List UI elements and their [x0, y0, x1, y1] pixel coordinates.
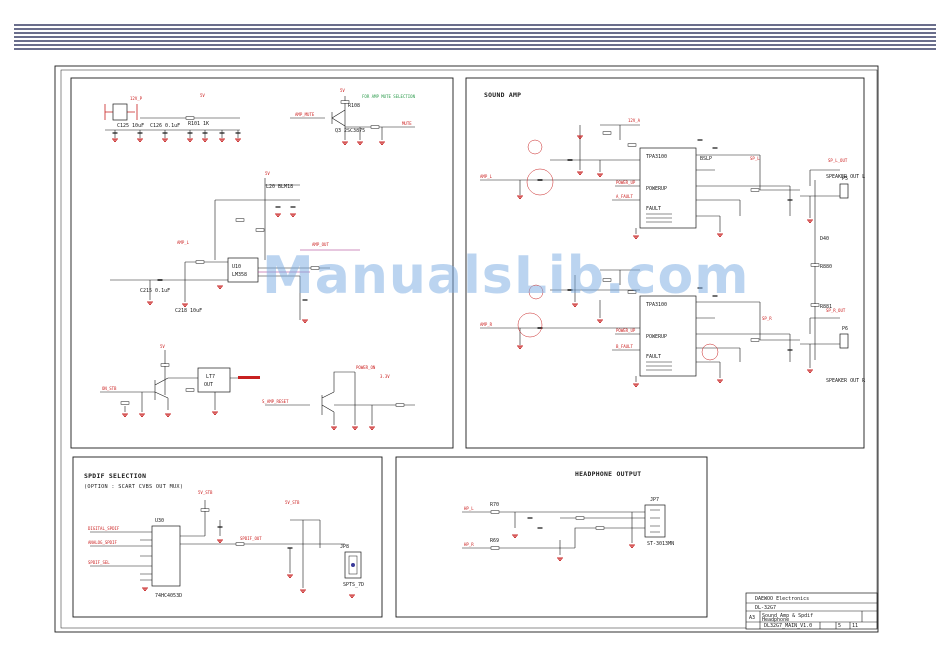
spdif-connector-label: SPTS_7D	[343, 582, 364, 588]
svg-text:3.3V: 3.3V	[380, 374, 390, 379]
power-block	[70, 77, 454, 449]
svg-text:SPDIF_SEL: SPDIF_SEL	[88, 560, 110, 565]
svg-text:FAULT: FAULT	[646, 206, 661, 212]
svg-text:DIGITAL_SPDIF: DIGITAL_SPDIF	[88, 526, 120, 531]
speaker-conn-r	[839, 333, 849, 349]
svg-text:5V_STB: 5V_STB	[198, 490, 213, 495]
svg-text:LT7: LT7	[206, 374, 215, 380]
svg-text:FOR AMP MUTE SELECTION: FOR AMP MUTE SELECTION	[362, 94, 416, 99]
net-12v-label: 12V_P	[130, 96, 143, 101]
svg-text:JP7: JP7	[650, 497, 659, 503]
header-band	[14, 24, 936, 54]
svg-text:HP_L: HP_L	[464, 506, 474, 511]
svg-text:R108: R108	[348, 103, 360, 109]
svg-text:SPEAKER OUT R: SPEAKER OUT R	[826, 378, 866, 384]
svg-text:HP_R: HP_R	[464, 542, 474, 547]
spdif-block	[72, 456, 383, 618]
speaker-conn-l	[839, 183, 849, 199]
headphone-jack	[644, 504, 666, 538]
svg-text:AMP_R: AMP_R	[480, 322, 493, 327]
spdif-title: SPDIF SELECTION	[84, 472, 146, 480]
svg-text:C218 10uF: C218 10uF	[175, 308, 202, 314]
amp-chip-a	[639, 147, 697, 229]
outer-frame	[54, 65, 879, 633]
svg-text:U30: U30	[155, 518, 164, 524]
svg-text:ON_STB: ON_STB	[102, 386, 117, 391]
svg-text:R70: R70	[490, 502, 499, 508]
svg-text:AMP_L: AMP_L	[480, 174, 493, 179]
amp-chip-b	[639, 295, 697, 377]
svg-text:SPEAKER OUT L: SPEAKER OUT L	[826, 174, 865, 180]
svg-text:5V: 5V	[340, 88, 345, 93]
svg-text:SPDIF_OUT: SPDIF_OUT	[240, 536, 262, 541]
svg-text:B_FAULT: B_FAULT	[616, 344, 633, 349]
svg-text:DL-32G7: DL-32G7	[755, 605, 776, 611]
title-block: DAEWOO Electronics DL-32G7 Sound Amp & S…	[745, 592, 878, 630]
svg-text:POWER_UP: POWER_UP	[616, 180, 636, 185]
svg-text:ST-3013MN: ST-3013MN	[647, 541, 674, 547]
net-5v-label-top: 5V	[200, 93, 205, 98]
svg-text:R880: R880	[820, 264, 832, 270]
svg-text:D40: D40	[820, 236, 829, 242]
svg-text:C125 10uF: C125 10uF	[117, 123, 144, 129]
svg-text:JP8: JP8	[340, 544, 349, 550]
svg-text:R69: R69	[490, 538, 499, 544]
top-rail-caps	[111, 130, 242, 142]
regulator-chip	[197, 367, 231, 393]
svg-text:A_FAULT: A_FAULT	[616, 194, 633, 199]
svg-text:74HC4053D: 74HC4053D	[155, 593, 182, 599]
spdif-subtitle: (OPTION : SCART CVBS OUT MUX)	[84, 484, 183, 490]
svg-text:LM358: LM358	[232, 272, 247, 278]
svg-text:Headphone: Headphone	[762, 617, 789, 623]
svg-text:5V_STB: 5V_STB	[285, 500, 300, 505]
svg-text:DL32G7_MAIN_V1.0: DL32G7_MAIN_V1.0	[764, 623, 812, 629]
headphone-block	[395, 456, 708, 618]
svg-text:SP_L: SP_L	[750, 156, 760, 161]
svg-text:POWER_UP: POWER_UP	[616, 328, 636, 333]
sound-amp-title: SOUND AMP	[484, 91, 521, 99]
svg-text:FAULT: FAULT	[646, 354, 661, 360]
svg-text:SP_L_OUT: SP_L_OUT	[828, 158, 848, 163]
svg-text:POWERUP: POWERUP	[646, 186, 667, 192]
svg-text:Q3 2SC3875: Q3 2SC3875	[335, 128, 365, 134]
svg-text:DAEWOO Electronics: DAEWOO Electronics	[755, 596, 809, 602]
svg-text:P5: P5	[842, 176, 848, 182]
svg-text:5V: 5V	[265, 171, 270, 176]
svg-text:BSLP: BSLP	[700, 156, 712, 162]
headphone-title: HEADPHONE OUTPUT	[575, 470, 641, 478]
svg-text:SP_R_OUT: SP_R_OUT	[826, 308, 846, 313]
svg-text:5V: 5V	[160, 344, 165, 349]
svg-text:R881: R881	[820, 304, 832, 310]
svg-text:SP_R: SP_R	[762, 316, 772, 321]
svg-text:POWERUP: POWERUP	[646, 334, 667, 340]
svg-text:L20 BLM18: L20 BLM18	[266, 184, 293, 190]
spdif-mux-chip	[151, 525, 181, 587]
svg-text:MUTE: MUTE	[402, 121, 412, 126]
svg-text:A3: A3	[749, 615, 755, 621]
net-amp-label: AMP_L	[177, 240, 190, 245]
svg-text:11: 11	[852, 623, 858, 629]
svg-text:P6: P6	[842, 326, 848, 332]
svg-text:TPA3100: TPA3100	[646, 302, 667, 308]
svg-text:ANALOG_SPDIF: ANALOG_SPDIF	[88, 540, 117, 545]
opamp-chip	[227, 257, 259, 283]
svg-text:POWER_ON: POWER_ON	[356, 365, 376, 370]
svg-text:Sound Amp & Spdif: Sound Amp & Spdif	[762, 613, 813, 619]
svg-text:5: 5	[838, 623, 841, 629]
svg-text:R101 1K: R101 1K	[188, 121, 209, 127]
net-mute-label: AMP_MUTE	[295, 112, 315, 117]
svg-text:C215 0.1uF: C215 0.1uF	[140, 288, 170, 294]
svg-text:AMP_OUT: AMP_OUT	[312, 242, 329, 247]
svg-text:U10: U10	[232, 264, 241, 270]
svg-text:OUT: OUT	[204, 382, 213, 388]
svg-text:12V_A: 12V_A	[628, 118, 641, 123]
svg-text:TPA3100: TPA3100	[646, 154, 667, 160]
svg-text:S_AMP_RESET: S_AMP_RESET	[262, 399, 289, 404]
svg-text:C126 0.1uF: C126 0.1uF	[150, 123, 180, 129]
sound-amp-block	[465, 77, 865, 449]
